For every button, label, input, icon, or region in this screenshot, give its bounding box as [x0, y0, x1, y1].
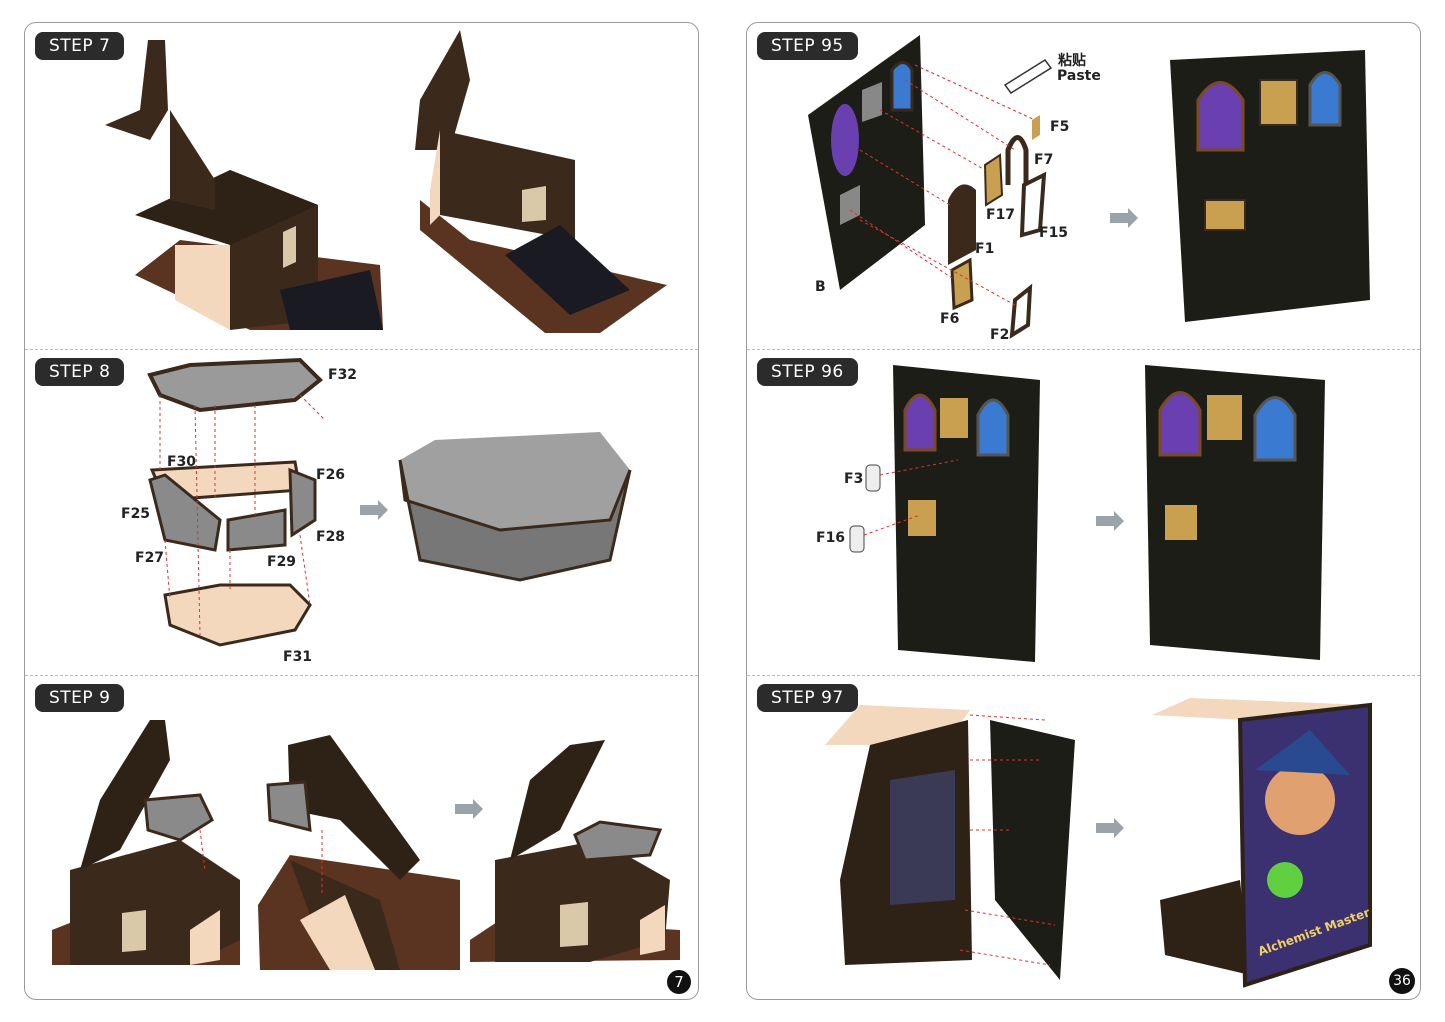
step-95-badge: STEP 95	[757, 32, 858, 60]
part-label: F2	[990, 327, 1010, 343]
part-label: F1	[975, 241, 995, 257]
part-label: F15	[1039, 225, 1069, 241]
part-label: F28	[316, 529, 346, 545]
step-97-badge: STEP 97	[757, 684, 858, 712]
arrows	[360, 208, 1138, 838]
section-divider	[747, 349, 1420, 350]
step-8-illustration	[147, 357, 632, 647]
part-label: F6	[940, 311, 960, 327]
part-label: F32	[328, 367, 358, 383]
page-number: 36	[1389, 968, 1415, 994]
part-label: F5	[1050, 119, 1070, 135]
part-label: F29	[267, 554, 297, 570]
step-7-badge: STEP 7	[35, 32, 125, 60]
step-97-illustration	[825, 698, 1372, 988]
section-divider	[25, 675, 698, 676]
step-9-badge: STEP 9	[35, 684, 125, 712]
paste-label-cn: 粘贴	[1058, 53, 1086, 69]
section-divider	[747, 675, 1420, 676]
section-divider	[25, 349, 698, 350]
part-label: F31	[283, 649, 313, 665]
step-96-badge: STEP 96	[757, 358, 858, 386]
part-label: F17	[986, 207, 1016, 223]
part-label: F27	[135, 550, 165, 566]
page-number: 7	[667, 970, 691, 994]
part-label: F3	[844, 471, 864, 487]
part-label: F16	[816, 530, 846, 546]
part-label: F30	[167, 454, 197, 470]
step-7-illustration	[105, 30, 667, 333]
step-8-badge: STEP 8	[35, 358, 125, 386]
part-label: F26	[316, 467, 346, 483]
paste-label-en: Paste	[1057, 68, 1101, 84]
part-label: B	[815, 279, 826, 295]
part-label: F7	[1034, 152, 1054, 168]
part-label: F25	[121, 506, 151, 522]
step-9-illustration	[52, 720, 680, 970]
step-96-illustration	[849, 365, 1325, 662]
step-95-illustration	[808, 35, 1370, 339]
